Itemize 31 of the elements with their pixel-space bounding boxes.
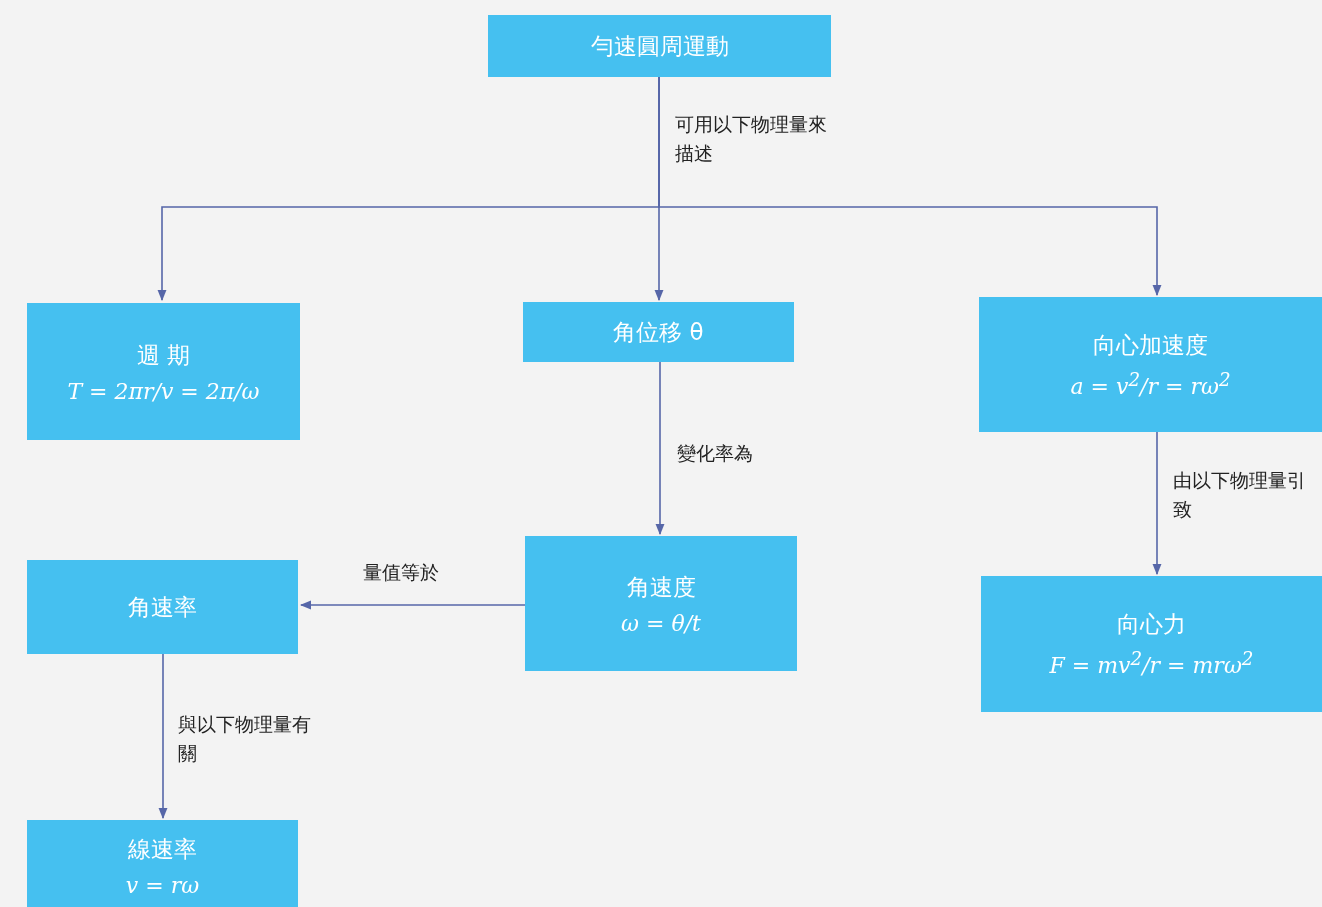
concept-box <box>979 297 1322 432</box>
formula: T = 2πr/v = 2π/ω <box>67 378 260 404</box>
concept-box <box>27 560 298 654</box>
formula: ω = θ/t <box>621 610 701 636</box>
edge-label: 由以下物理量引致 <box>1173 468 1307 522</box>
box-title: 向心加速度 <box>1093 330 1208 360</box>
box-title: 角位移 θ <box>613 317 704 347</box>
concept-box <box>27 820 298 907</box>
box-title: 向心力 <box>1117 610 1186 640</box>
edge-label: 可用以下物理量來描述 <box>675 112 828 166</box>
arrow <box>299 600 526 610</box>
arrow <box>655 361 665 536</box>
edge-label: 變化率為 <box>677 441 754 466</box>
box-title: 線速率 <box>128 835 197 864</box>
box-title: 角速度 <box>626 572 696 602</box>
concept-box <box>525 536 797 671</box>
box-title: 角速率 <box>128 592 197 622</box>
arrow <box>158 653 168 820</box>
box-title: 週 期 <box>136 340 191 370</box>
formula: v = rω <box>125 873 200 898</box>
arrow <box>1152 431 1162 576</box>
edge-label: 與以下物理量有關 <box>178 712 312 766</box>
concept-box <box>981 576 1322 712</box>
formula: F = mv$^{2}$/r = mrω$^{2}$ <box>1049 648 1254 679</box>
arrow <box>658 76 1162 297</box>
edge-label: 量值等於 <box>363 560 440 585</box>
formula: a = v$^{2}$/r = rω$^{2}$ <box>1070 368 1231 400</box>
concept-box <box>488 15 831 77</box>
concept-box <box>523 302 794 362</box>
box-title: 勻速圓周運動 <box>590 31 729 61</box>
concept-box <box>27 303 300 440</box>
